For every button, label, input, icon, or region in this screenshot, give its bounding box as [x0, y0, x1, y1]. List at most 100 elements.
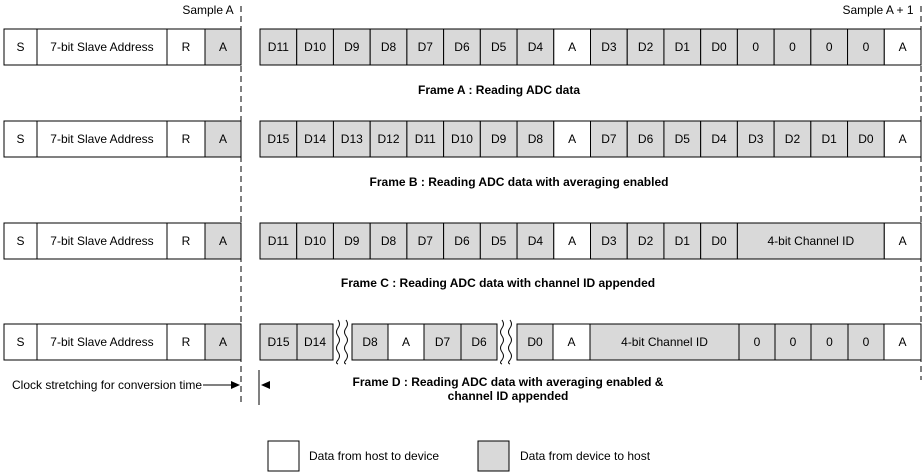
frame-b-host-field-r: R — [166, 120, 206, 158]
frame-a-data-field-d8: D8 — [369, 28, 408, 66]
frame-a-data-field-a: A — [553, 28, 591, 66]
frame-b-data-field-box — [516, 120, 555, 158]
frame-a-data-field-d0: D0 — [700, 28, 738, 66]
legend-label-host-to-device: Data from host to device — [309, 449, 439, 463]
frame-a-data-field-label: D6 — [454, 40, 470, 54]
frame-b-data-field-box — [590, 120, 628, 158]
frame-d-data-field-label: D7 — [435, 335, 451, 349]
frame-d-host-field-a: A — [204, 323, 242, 361]
frame-b-data-field-label: D7 — [601, 132, 617, 146]
frame-b-host-field-label: R — [182, 132, 191, 146]
frame-a-data-field-box — [479, 28, 518, 66]
frame-d-host-field-s: S — [3, 323, 38, 361]
frame-a-data-field-label: D7 — [418, 40, 434, 54]
frame-b-host-field-box — [3, 120, 38, 158]
break-mark-2-1 — [500, 319, 504, 365]
frame-b-data-field-a: A — [883, 120, 922, 158]
frame-d-data-field-label: 4-bit Channel ID — [621, 335, 708, 349]
frame-c-data-field-box — [406, 222, 445, 260]
frame-a-data-field-d1: D1 — [663, 28, 702, 66]
frame-a-host-field-a: A — [204, 28, 242, 66]
frame-a-data-field-label: D2 — [638, 40, 654, 54]
frame-a-data-field-label: D1 — [675, 40, 691, 54]
frame-c-data-field-box — [332, 222, 371, 260]
frame-a-title: Frame A : Reading ADC data — [418, 83, 580, 97]
frame-c-data-field-box — [736, 222, 885, 260]
frame-b-data-field-d15: D15 — [259, 120, 298, 158]
frame-b-data-field-label: D15 — [267, 132, 289, 146]
frame-b-data-field-d4: D4 — [700, 120, 738, 158]
frame-c-data-field-label: A — [899, 234, 907, 248]
frame-c-data-field-label: D6 — [454, 234, 470, 248]
frame-d-host-field-label: 7-bit Slave Address — [50, 335, 153, 349]
clock-stretch-annotation: Clock stretching for conversion time — [12, 370, 270, 405]
frame-b-data-field-d5: D5 — [663, 120, 702, 158]
frame-a-data-field-0: 0 — [847, 28, 885, 66]
frame-b-host-field-box — [204, 120, 242, 158]
frame-b-data-field-box — [663, 120, 702, 158]
frame-c-data-field-d2: D2 — [626, 222, 665, 260]
frame-b-data-field-d3: D3 — [736, 120, 775, 158]
clock-stretch-label: Clock stretching for conversion time — [12, 378, 202, 392]
frame-c-data-field-a: A — [553, 222, 591, 260]
frame-d-host-field-box — [204, 323, 242, 361]
frame-a-data-field-d11: D11 — [259, 28, 298, 66]
frame-b-data-field-label: A — [568, 132, 576, 146]
frame-a-data-field-box — [847, 28, 885, 66]
frame-c-host-field-label: 7-bit Slave Address — [50, 234, 153, 248]
frame-c-title: Frame C : Reading ADC data with channel … — [341, 276, 655, 290]
frame-c-data-field-d0: D0 — [700, 222, 738, 260]
frame-a-host-field-label: A — [219, 40, 227, 54]
frame-d-host-field-label: S — [16, 335, 24, 349]
frame-c-data-field-label: D11 — [268, 234, 289, 248]
frame-d-data-field-label: 0 — [863, 335, 870, 349]
frame-c-data-field-label: D9 — [344, 234, 360, 248]
frame-c-data-field-d8: D8 — [369, 222, 408, 260]
frame-b-host-field-box — [36, 120, 168, 158]
clock-stretch-arrow-left-head-icon — [261, 381, 270, 389]
frame-b-data-field-box — [296, 120, 334, 158]
frame-b-host-field-label: A — [219, 132, 227, 146]
legend-swatch-device-to-host — [477, 440, 510, 472]
frame-b-data-field-label: D3 — [748, 132, 764, 146]
frame-c-host-field-label: R — [182, 234, 191, 248]
frame-a-data-field-box — [773, 28, 812, 66]
frame-c-data-field-label: D0 — [711, 234, 727, 248]
legend-label-device-to-host: Data from device to host — [520, 449, 651, 463]
frame-a-host-field-box — [166, 28, 206, 66]
frame-c-data-field-box — [553, 222, 591, 260]
frame-d-break-marks — [336, 319, 512, 365]
frame-c-host-field-box — [166, 222, 206, 260]
frame-d-data-field-d7: D7 — [423, 323, 462, 361]
frame-c-data-field-label: D5 — [491, 234, 507, 248]
frame-d-data-field-label: A — [898, 335, 906, 349]
frame-a-data-field-label: D4 — [528, 40, 544, 54]
frame-a-data-field-box — [810, 28, 849, 66]
frame-c-host-field-box — [204, 222, 242, 260]
frame-a-data-field-label: 0 — [752, 40, 759, 54]
frame-b-host-field-label: S — [16, 132, 24, 146]
frame-c-data-field-label: D2 — [638, 234, 654, 248]
break-mark-1-2 — [344, 319, 348, 365]
frame-d-data-field-box — [296, 323, 334, 361]
frame-c-data-field-d7: D7 — [406, 222, 445, 260]
frame-b-data-field-box — [369, 120, 408, 158]
frame-a-data-field-d7: D7 — [406, 28, 445, 66]
frame-b-title: Frame B : Reading ADC data with averagin… — [370, 175, 669, 189]
frame-c-data-field-4-bit-channel-id: 4-bit Channel ID — [736, 222, 885, 260]
frame-b-data-field-label: D12 — [378, 132, 400, 146]
frame-b-data-field-d14: D14 — [296, 120, 334, 158]
frame-c-data-field-box — [259, 222, 298, 260]
frame-b-data-field-box — [259, 120, 298, 158]
break-mark-1-1 — [336, 319, 340, 365]
frame-d-data-field-4-bit-channel-id: 4-bit Channel ID — [589, 323, 740, 361]
frame-b-data-field-label: D6 — [638, 132, 654, 146]
frame-a-data-field-d5: D5 — [479, 28, 518, 66]
frame-b-host-field-s: S — [3, 120, 38, 158]
